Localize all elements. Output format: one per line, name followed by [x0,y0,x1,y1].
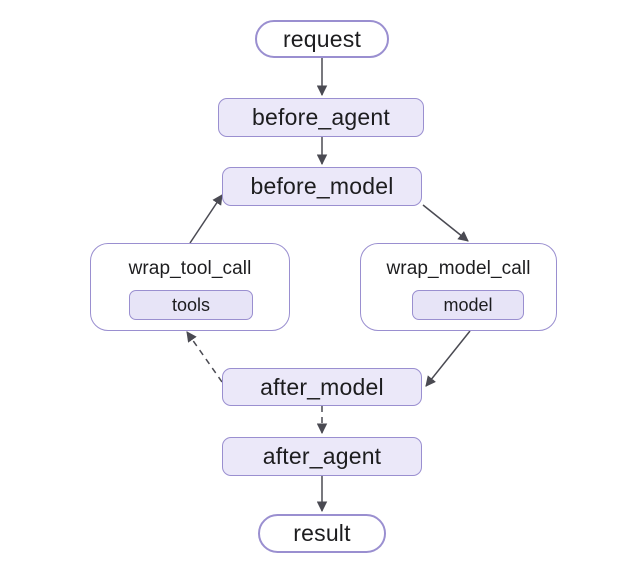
node-result[interactable]: result [258,514,386,553]
node-wrap-tool-call-label: wrap_tool_call [128,258,252,279]
node-wrap-model-call-label: wrap_model_call [386,258,531,279]
edge-wrap-tool-call-before-model [189,194,223,244]
node-after-agent[interactable]: after_agent [222,437,422,476]
node-tools[interactable]: tools [129,290,253,320]
node-before-model[interactable]: before_model [222,167,422,206]
node-request[interactable]: request [255,20,389,58]
node-after-model-label: after_model [260,373,384,400]
node-tools-label: tools [171,294,211,315]
node-before-agent[interactable]: before_agent [218,98,424,137]
node-wrap-tool-call[interactable]: wrap_tool_call tools [90,243,290,331]
node-model[interactable]: model [412,290,524,320]
node-result-label: result [293,520,351,546]
node-request-label: request [282,25,362,52]
node-before-model-label: before_model [250,173,394,199]
edge-after-model-wrap-tool-call [186,331,223,383]
node-wrap-model-call[interactable]: wrap_model_call model [360,243,557,331]
node-after-agent-label: after_agent [262,443,382,469]
node-before-agent-label: before_agent [252,104,390,130]
node-model-label: model [443,294,493,315]
node-after-model[interactable]: after_model [222,368,422,406]
edge-before-model-wrap-model-call [422,204,469,242]
edge-wrap-model-call-after-model [425,330,471,387]
